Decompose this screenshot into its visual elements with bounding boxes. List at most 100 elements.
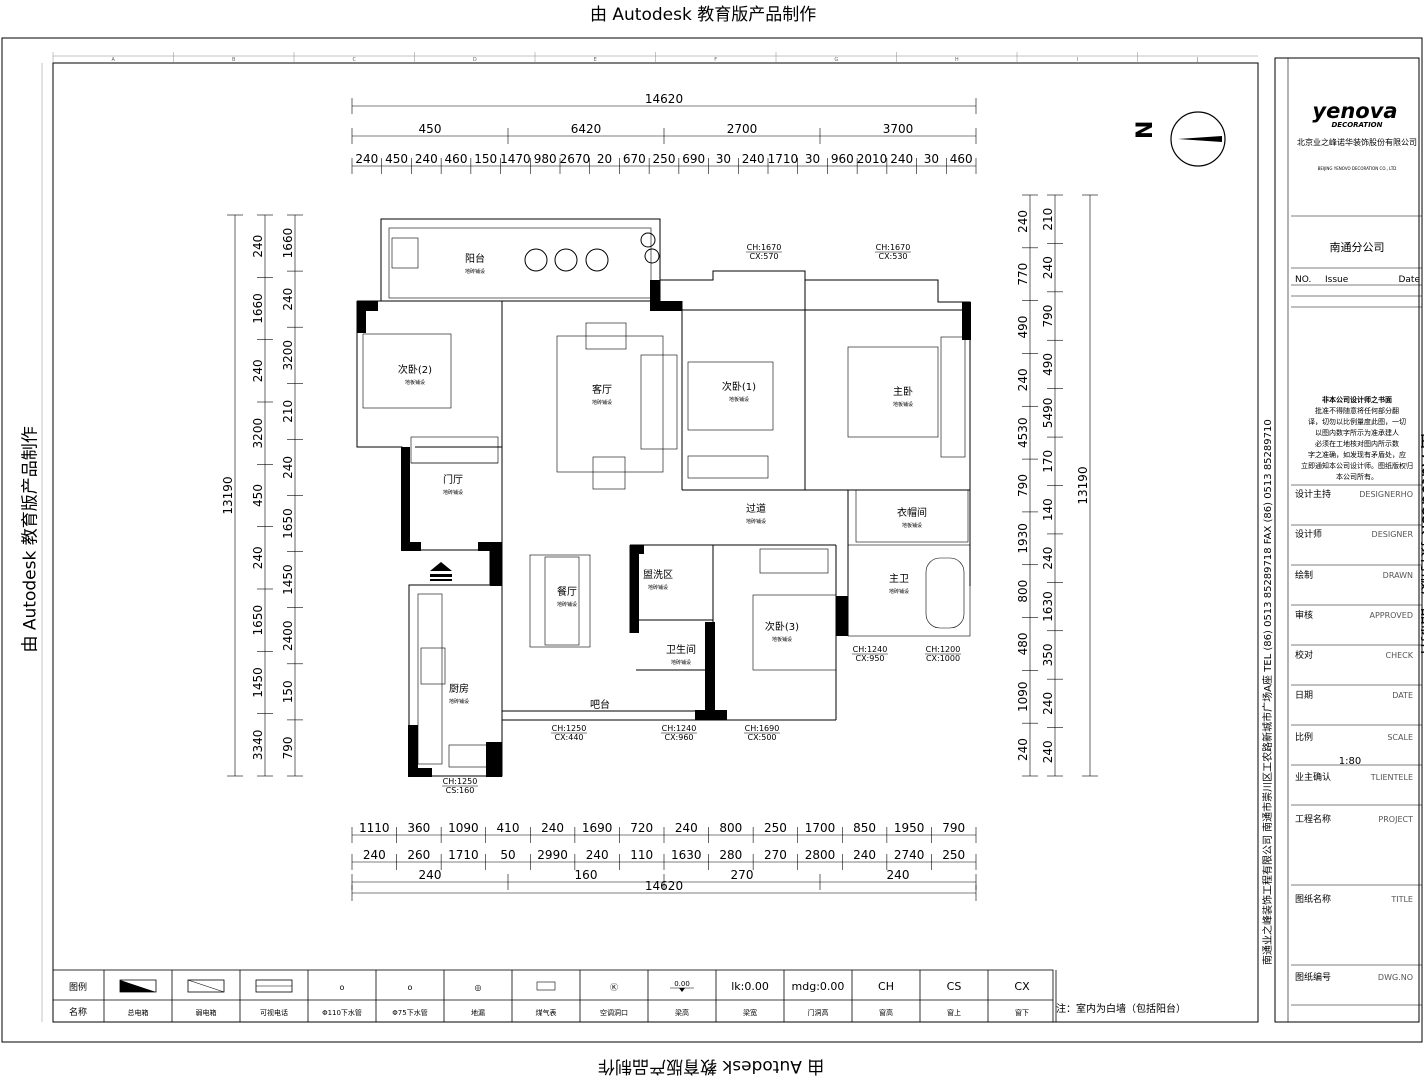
legend-symbol: CS — [947, 980, 962, 993]
dim-left-inner: 1450 — [281, 564, 295, 595]
dim-right-inner: 240 — [1041, 692, 1055, 715]
room-labels: 阳台地砖铺设次卧(2)地板铺设客厅地砖铺设次卧(1)地板铺设主卧地板铺设门厅地砖… — [398, 252, 927, 711]
company-name-en: BEIJING YENOVO DECORATION CO., LTD — [1318, 166, 1397, 171]
legend-name: 梁高 — [675, 1008, 689, 1017]
title-block-label: 绘制 — [1295, 569, 1313, 581]
company-logo: yenova — [1312, 99, 1397, 123]
grid-label: J — [1196, 57, 1198, 63]
dim-right-inner: 240 — [1041, 256, 1055, 279]
legend-name: 梁宽 — [743, 1008, 757, 1017]
title-block-label-en: TLIENTELE — [1370, 773, 1413, 782]
dim-top-row: 450 — [385, 152, 408, 166]
dim-left-outer: 3200 — [251, 418, 265, 449]
dim-right-inner: 210 — [1041, 208, 1055, 231]
dim-right-outer: 240 — [1016, 210, 1030, 233]
grid-label: D — [473, 57, 477, 63]
dim-top-mid: 2700 — [727, 122, 758, 136]
dim-right-inner: 790 — [1041, 305, 1055, 328]
dim-top-row: 250 — [653, 152, 676, 166]
dim-bottom-row1: 1690 — [582, 821, 613, 835]
dim-right-total: 13190 — [1076, 466, 1090, 504]
legend-name: 窗高 — [879, 1008, 893, 1017]
notice-line: 立即通知本公司设计师。图纸版权归 — [1301, 461, 1413, 470]
title-block-label-en: CHECK — [1386, 651, 1414, 660]
dim-left-outer: 3340 — [251, 730, 265, 761]
dim-bottom-row2: 240 — [363, 848, 386, 862]
room-name: 阳台 — [465, 252, 485, 265]
dim-bottom-row2: 1630 — [671, 848, 702, 862]
title-block-label: 设计主持 — [1295, 488, 1331, 500]
legend-symbol: Ⓚ — [610, 983, 618, 992]
window-tag-ch: CH:1250 — [552, 724, 587, 733]
dim-top-row: 150 — [474, 152, 497, 166]
notice-line: 必须在工地核对图内所示数 — [1315, 439, 1399, 448]
legend-name: 总电箱 — [128, 1008, 149, 1017]
room-floor: 地砖铺设 — [449, 698, 469, 705]
room-name: 次卧(1) — [722, 380, 756, 393]
title-block-label-en: DWG.NO — [1378, 973, 1413, 982]
room-name: 餐厅 — [557, 585, 577, 598]
dim-bottom-row2: 2990 — [537, 848, 568, 862]
window-tag-ch: CH:1670 — [876, 243, 911, 252]
room-floor: 地砖铺设 — [557, 601, 577, 608]
dim-top-row: 2670 — [560, 152, 591, 166]
title-block-label: 比例 — [1295, 731, 1313, 743]
legend-symbol: o — [340, 983, 345, 992]
notice-line: 字之准确，如发现有矛盾处，应 — [1308, 450, 1406, 459]
room-name: 厨房 — [449, 682, 469, 695]
legend-symbol: CX — [1014, 980, 1030, 993]
dim-bottom-row1: 1090 — [448, 821, 479, 835]
room-name: 吧台 — [590, 698, 610, 711]
dim-bottom-row1: 410 — [497, 821, 520, 835]
legend-row1-label: 图例 — [69, 981, 87, 993]
grid-label: G — [834, 57, 838, 63]
dim-bottom-row2: 2740 — [894, 848, 925, 862]
room-floor: 地砖铺设 — [443, 489, 463, 496]
room-name: 客厅 — [592, 383, 612, 396]
legend-name: 空调洞口 — [600, 1008, 628, 1017]
legend-name: Φ110下水管 — [322, 1008, 362, 1017]
beam-height-icon — [679, 988, 685, 992]
dim-right-inner: 240 — [1041, 740, 1055, 763]
legend-symbol: o — [408, 983, 413, 992]
dim-top-row: 460 — [445, 152, 468, 166]
gas-meter-icon — [537, 982, 555, 990]
dim-left-inner: 790 — [281, 736, 295, 759]
dim-top-row: 20 — [597, 152, 612, 166]
dim-bottom-total: 14620 — [645, 879, 683, 893]
dim-left-inner: 3200 — [281, 340, 295, 371]
room-name: 衣帽间 — [897, 506, 927, 519]
dim-right-outer: 790 — [1016, 474, 1030, 497]
dim-right-outer: 480 — [1016, 633, 1030, 656]
company-name-cn: 北京业之峰诺华装饰股份有限公司 — [1297, 137, 1417, 147]
dim-left-inner: 2400 — [281, 620, 295, 651]
dim-top-row: 1710 — [768, 152, 799, 166]
dim-right-outer: 800 — [1016, 580, 1030, 603]
dim-left-outer: 1660 — [251, 293, 265, 324]
dim-bottom-row1: 1700 — [805, 821, 836, 835]
window-tag-cx: CX:500 — [747, 733, 776, 742]
dim-top-row: 240 — [742, 152, 765, 166]
title-block-label: 日期 — [1295, 690, 1313, 701]
dim-bottom-row2: 270 — [764, 848, 787, 862]
legend-name: 门洞高 — [808, 1008, 829, 1017]
window-tag-cx: CX:530 — [878, 252, 907, 261]
title-block-label-en: SCALE — [1387, 733, 1413, 742]
grid-label: H — [955, 57, 959, 63]
revision-no: NO. — [1295, 275, 1311, 285]
dim-top-row: 30 — [924, 152, 939, 166]
window-tag-ch: CH:1250 — [443, 777, 478, 786]
dim-top-mid: 6420 — [571, 122, 602, 136]
title-block-label-en: PROJECT — [1378, 815, 1413, 824]
dim-top-row: 240 — [355, 152, 378, 166]
svg-text:N: N — [1133, 121, 1158, 139]
dim-right-outer: 4530 — [1016, 417, 1030, 448]
dim-left-inner: 240 — [281, 456, 295, 479]
dim-bottom-row2: 240 — [853, 848, 876, 862]
room-floor: 地砖铺设 — [889, 588, 909, 595]
dim-bottom-row1: 1110 — [359, 821, 390, 835]
dim-right-inner: 1630 — [1041, 591, 1055, 622]
dim-right-inner: 140 — [1041, 498, 1055, 521]
legend-name: 弱电箱 — [196, 1008, 217, 1017]
